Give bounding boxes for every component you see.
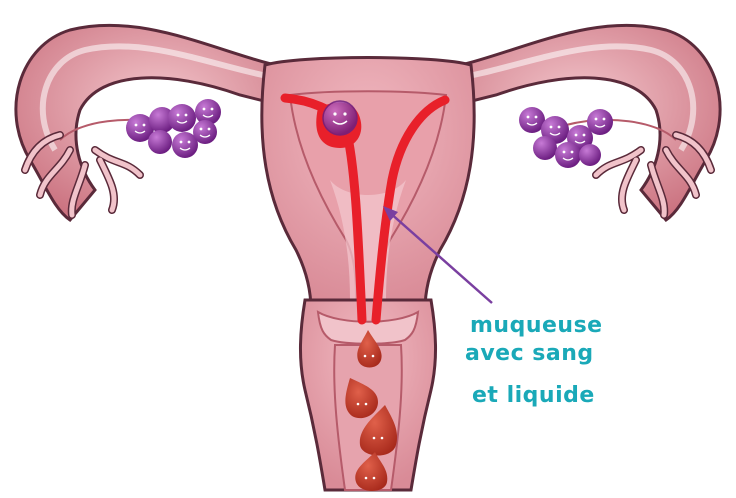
egg-cell [323, 101, 357, 135]
right-fallopian-tube [436, 25, 720, 220]
left-ovary [126, 99, 221, 158]
annotation-label-line-1: muqueuse [470, 313, 603, 338]
annotation-label-line-3: et liquide [472, 383, 595, 408]
right-ovary [519, 107, 613, 168]
annotation-label-line-2: avec sang [465, 341, 594, 366]
